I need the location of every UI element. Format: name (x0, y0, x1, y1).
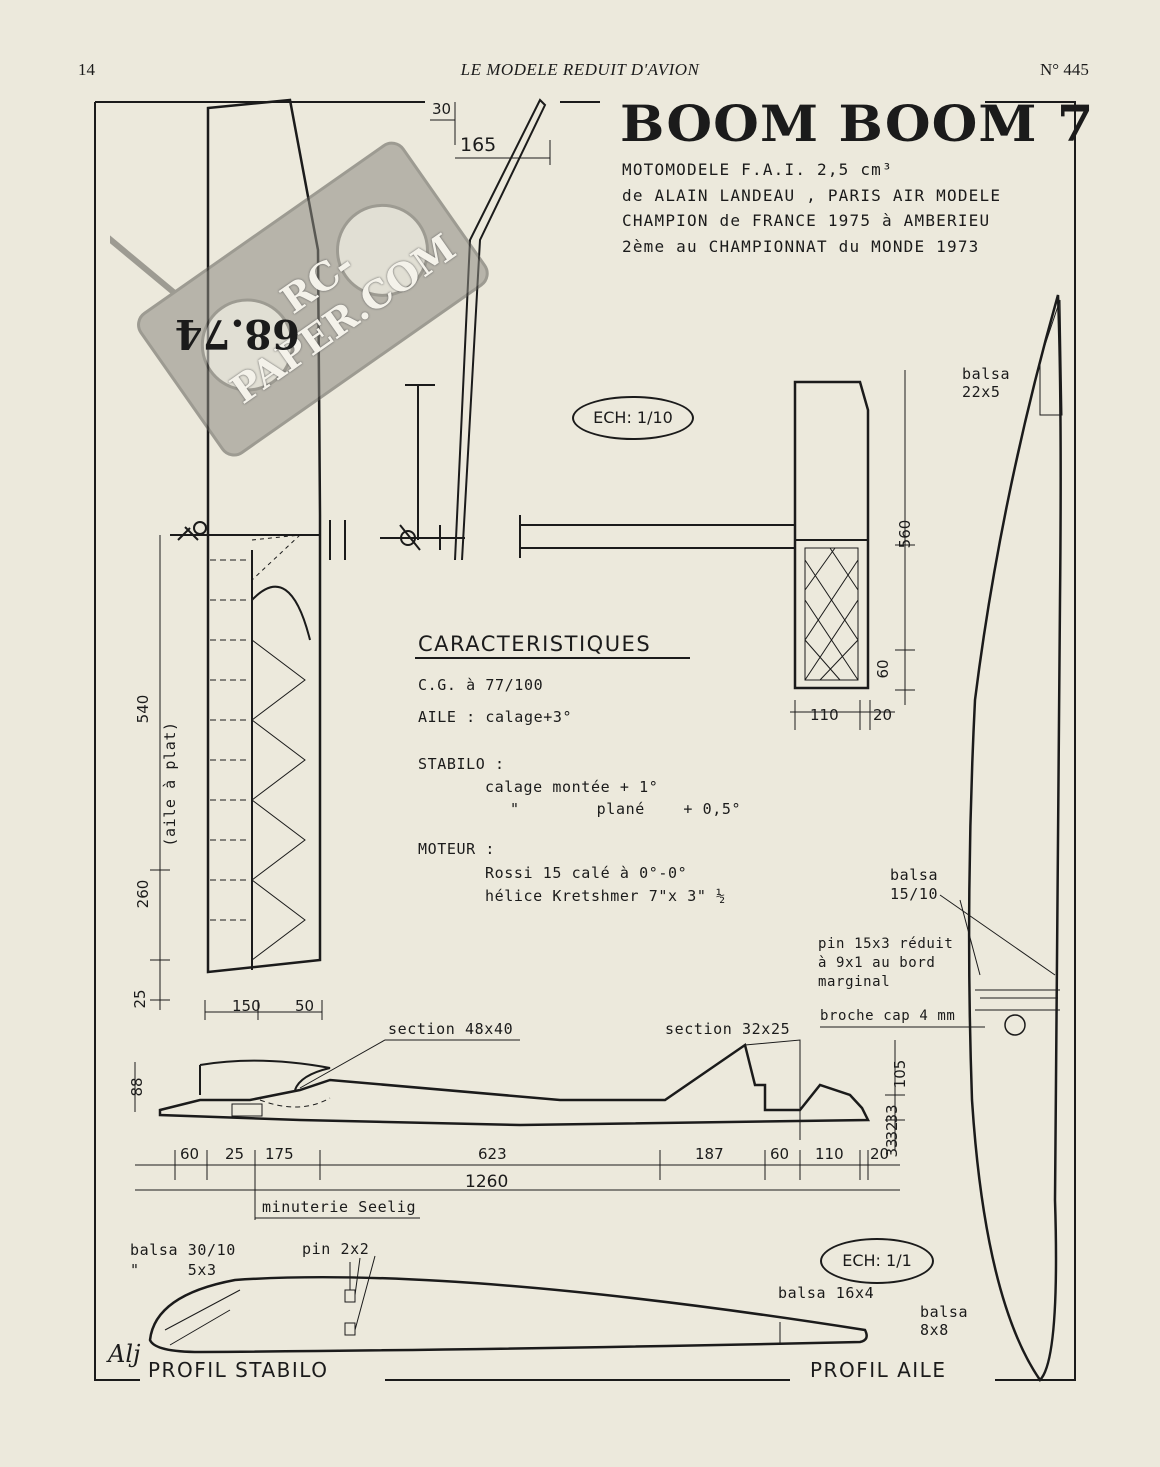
scale-plan: ECH: 1/10 (572, 396, 694, 440)
watermark-stamp: RC-PAPER.COM (110, 95, 510, 495)
spec-stab-label: STABILO : (418, 755, 505, 773)
dim-105: 105 (891, 1059, 909, 1089)
note-pin: pin 15x3 réduit à 9x1 au bord marginal (818, 936, 954, 990)
magazine-title: LE MODELE REDUIT D'AVION (460, 60, 700, 79)
dim-len-total: 1260 (465, 1172, 509, 1192)
dim-30: 30 (432, 100, 452, 118)
dim-tail-60: 60 (874, 659, 892, 679)
stamp-graphic (110, 141, 489, 457)
dim-260: 260 (134, 879, 152, 909)
dim-len-175: 175 (265, 1145, 294, 1163)
dim-len-60: 60 (180, 1145, 200, 1163)
subtitle-line-3: CHAMPION de FRANCE 1975 à AMBERIEU (622, 211, 991, 230)
dim-len-25: 25 (225, 1145, 245, 1163)
drawing-title: BOOM BOOM 7 (620, 94, 1095, 153)
dim-560: 560 (896, 519, 914, 549)
note-balsa-8x8: balsa 8x8 (920, 1303, 969, 1339)
subtitle-line-1: MOTOMODELE F.A.I. 2,5 cm³ (622, 160, 893, 179)
wing-registration: 68.74 (174, 310, 300, 357)
spec-motor-2: hélice Kretshmer 7"x 3" ½ (485, 887, 726, 905)
stabilizer-outline (793, 380, 870, 690)
fuselage-outline (158, 1042, 871, 1127)
dim-25: 25 (131, 989, 149, 1009)
wing-ribs (251, 639, 306, 961)
dim-len-110: 110 (815, 1145, 844, 1163)
subtitle-line-4: 2ème au CHAMPIONNAT du MONDE 1973 (622, 237, 980, 256)
note-timer: minuterie Seelig (262, 1198, 417, 1216)
dim-165: 165 (460, 134, 497, 156)
dim-150: 150 (232, 997, 261, 1015)
dim-wing-note: (aile à plat) (161, 721, 179, 847)
specs-heading: CARACTERISTIQUES (418, 632, 652, 656)
note-balsa-22x5: balsa 22x5 (962, 365, 1011, 401)
stab-lattice (804, 547, 859, 681)
signature: Alj (108, 1340, 141, 1368)
dim-tail-110: 110 (810, 706, 839, 724)
note-pin-2x2: pin 2x2 (302, 1240, 370, 1258)
dim-len-187: 187 (695, 1145, 724, 1163)
dim-88: 88 (128, 1077, 146, 1097)
label-profil-stabilo: PROFIL STABILO (148, 1358, 329, 1382)
wing-side-profile (967, 294, 1062, 1382)
dim-50: 50 (295, 997, 315, 1015)
spec-stab-1: calage montée + 1° (485, 778, 659, 796)
note-section-1: section 48x40 (388, 1020, 514, 1038)
wing-outline (206, 98, 322, 974)
subtitle-line-2: de ALAIN LANDEAU , PARIS AIR MODELE (622, 186, 1002, 205)
note-broche: broche cap 4 mm (820, 1008, 956, 1024)
label-profil-aile: PROFIL AILE (810, 1358, 947, 1382)
stab-profile (148, 1275, 868, 1354)
spec-wing: AILE : calage+3° (418, 708, 573, 726)
spec-motor-label: MOTEUR : (418, 840, 496, 858)
spec-stab-2: " plané + 0,5° (510, 800, 742, 818)
note-balsa-30-10: balsa 30/10 " 5x3 (130, 1241, 236, 1279)
spec-motor-1: Rossi 15 calé à 0°-0° (485, 864, 688, 882)
dim-len-623: 623 (478, 1145, 507, 1163)
note-balsa-15-10: balsa 15/10 (890, 866, 939, 903)
dim-tail-20: 20 (873, 706, 893, 724)
note-section-2: section 32x25 (665, 1020, 791, 1038)
issue-number: N° 445 (1040, 60, 1089, 79)
note-balsa-16x4: balsa 16x4 (778, 1284, 875, 1302)
spec-cg: C.G. à 77/100 (418, 676, 544, 694)
dim-len-60b: 60 (770, 1145, 790, 1163)
dim-len-20: 20 (870, 1145, 890, 1163)
scale-profile: ECH: 1/1 (820, 1238, 934, 1284)
page-number: 14 (78, 60, 95, 79)
dim-540: 540 (134, 694, 152, 724)
